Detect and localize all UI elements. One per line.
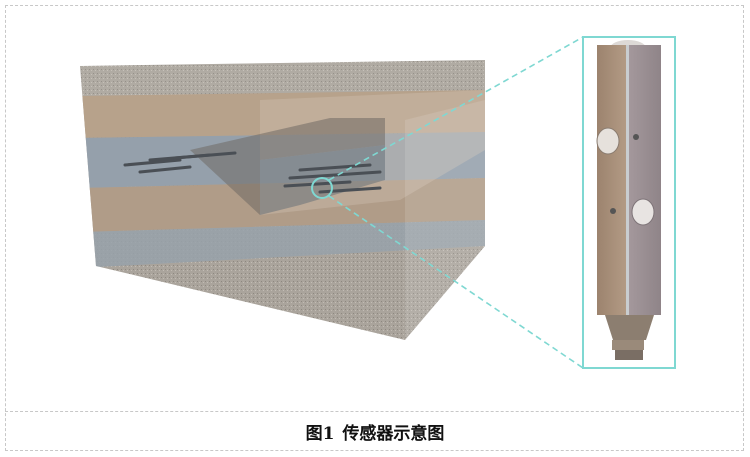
sensor-array bbox=[123, 151, 382, 194]
figure-label: 图1 bbox=[305, 424, 335, 444]
figure-title: 传感器示意图 bbox=[342, 424, 445, 444]
callout-line-bottom bbox=[328, 195, 584, 369]
figure-caption: 图1 传感器示意图 bbox=[0, 419, 750, 444]
caption-divider bbox=[5, 411, 744, 412]
sensor-highlight-circle bbox=[311, 177, 333, 199]
figure-frame bbox=[5, 5, 744, 451]
callout-line-top bbox=[328, 36, 584, 181]
soil-block bbox=[80, 60, 485, 340]
trench bbox=[190, 118, 385, 215]
sensor-closeup bbox=[582, 36, 676, 369]
